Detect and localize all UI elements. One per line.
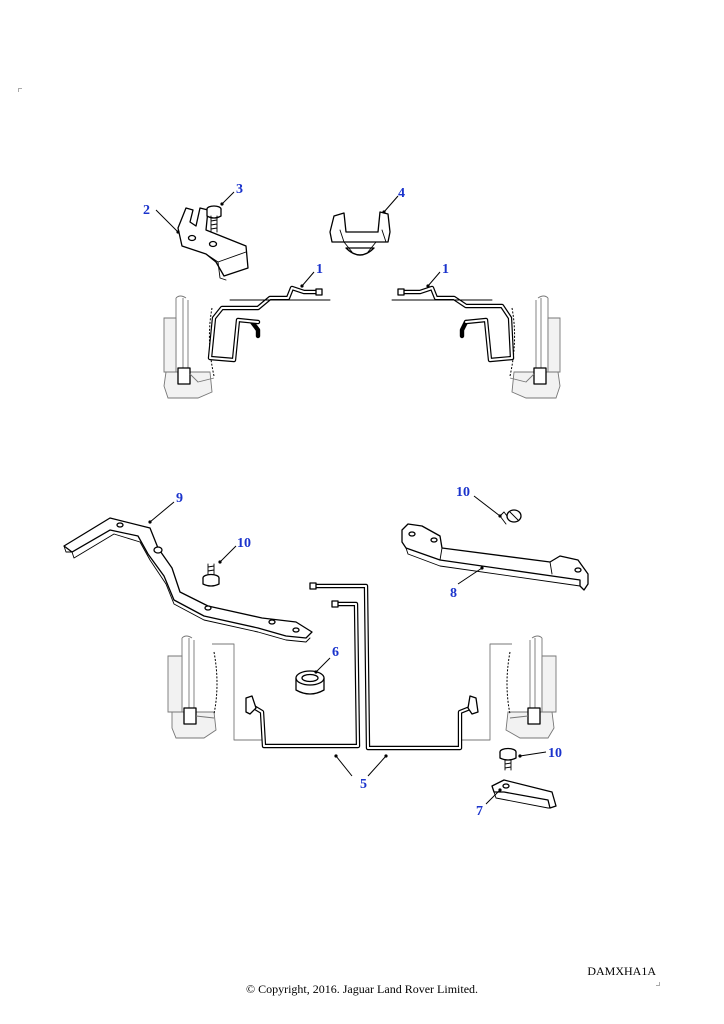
callout-4: 4	[398, 186, 405, 201]
part-7-small-bracket[interactable]	[491, 779, 557, 809]
left-rear-brake-assembly	[167, 635, 262, 741]
callout-10-c: 10	[548, 746, 562, 761]
part-1-brake-pipe-left[interactable]	[207, 285, 331, 363]
part-1-brake-pipe-right[interactable]	[391, 285, 515, 363]
callout-8: 8	[450, 586, 457, 601]
callout-leaders	[148, 191, 547, 805]
part-5-brake-pipes[interactable]	[245, 582, 479, 751]
part-9-long-bracket[interactable]	[63, 517, 313, 643]
part-6-grommet[interactable]	[295, 670, 325, 695]
callout-6: 6	[332, 645, 339, 660]
crop-mark-top-left	[18, 88, 22, 92]
right-rear-brake-assembly	[462, 635, 557, 741]
part-8-rail-bracket[interactable]	[401, 523, 589, 591]
part-4-clip[interactable]	[329, 211, 391, 256]
callout-2: 2	[143, 203, 150, 218]
callout-10-a: 10	[237, 536, 251, 551]
copyright-notice: © Copyright, 2016. Jaguar Land Rover Lim…	[245, 982, 479, 996]
callout-3: 3	[236, 182, 243, 197]
part-2-bracket[interactable]	[177, 207, 249, 281]
part-10-bolt-c[interactable]	[499, 747, 517, 771]
callout-9: 9	[176, 491, 183, 506]
left-front-brake-assembly	[163, 295, 215, 399]
drawing-reference: DAMXHA1A	[587, 964, 656, 978]
right-front-brake-assembly	[509, 295, 561, 399]
callout-labels: 1 1 2 3 4 5 6 7 8 9 10 10 10	[143, 182, 562, 819]
callout-1-right: 1	[442, 262, 449, 277]
part-3-bolt[interactable]	[206, 205, 222, 233]
callout-10-b: 10	[456, 485, 470, 500]
crop-mark-bottom-right	[656, 982, 660, 986]
callout-5: 5	[360, 777, 367, 792]
callout-1-left: 1	[316, 262, 323, 277]
callout-7: 7	[476, 804, 483, 819]
part-10-bolt-b[interactable]	[499, 509, 522, 525]
part-10-bolt-a[interactable]	[202, 563, 220, 587]
